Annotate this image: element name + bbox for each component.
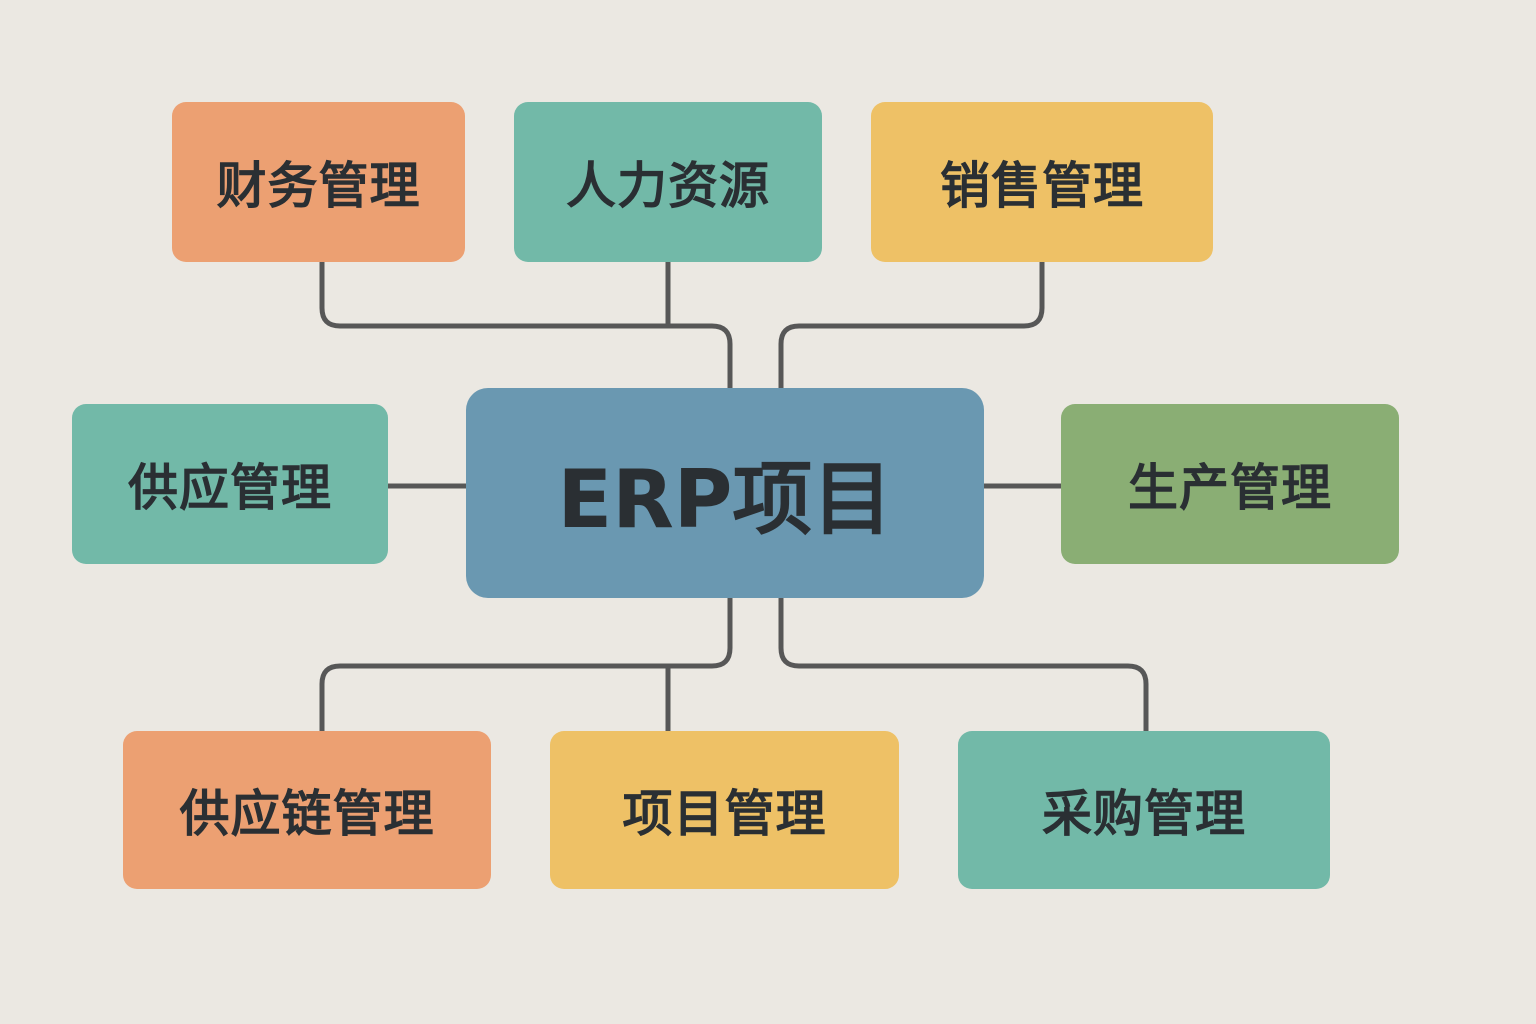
node-project-management[interactable]: 项目管理 bbox=[550, 731, 899, 889]
node-label: 供应管理 bbox=[128, 459, 332, 517]
node-label: 人力资源 bbox=[566, 157, 770, 215]
node-sales-management[interactable]: 销售管理 bbox=[871, 102, 1213, 262]
node-label: 采购管理 bbox=[1042, 785, 1246, 843]
node-label: 项目管理 bbox=[622, 785, 827, 843]
node-human-resources[interactable]: 人力资源 bbox=[514, 102, 822, 262]
node-supply-chain-management[interactable]: 供应链管理 bbox=[123, 731, 491, 889]
node-label: 生产管理 bbox=[1128, 459, 1332, 517]
node-label: ERP项目 bbox=[557, 453, 893, 546]
node-erp-project[interactable]: ERP项目 bbox=[466, 388, 984, 598]
edge-center-fin bbox=[319, 262, 733, 388]
node-supply-management[interactable]: 供应管理 bbox=[72, 404, 388, 564]
node-finance-management[interactable]: 财务管理 bbox=[172, 102, 465, 262]
node-label: 供应链管理 bbox=[179, 785, 435, 843]
node-label: 财务管理 bbox=[216, 157, 421, 215]
edge-center-scm bbox=[319, 598, 733, 731]
node-production-management[interactable]: 生产管理 bbox=[1061, 404, 1399, 564]
edge-center-purch bbox=[778, 598, 1149, 731]
edge-center-sales bbox=[778, 262, 1045, 388]
node-purchasing-management[interactable]: 采购管理 bbox=[958, 731, 1330, 889]
node-label: 销售管理 bbox=[940, 157, 1144, 215]
